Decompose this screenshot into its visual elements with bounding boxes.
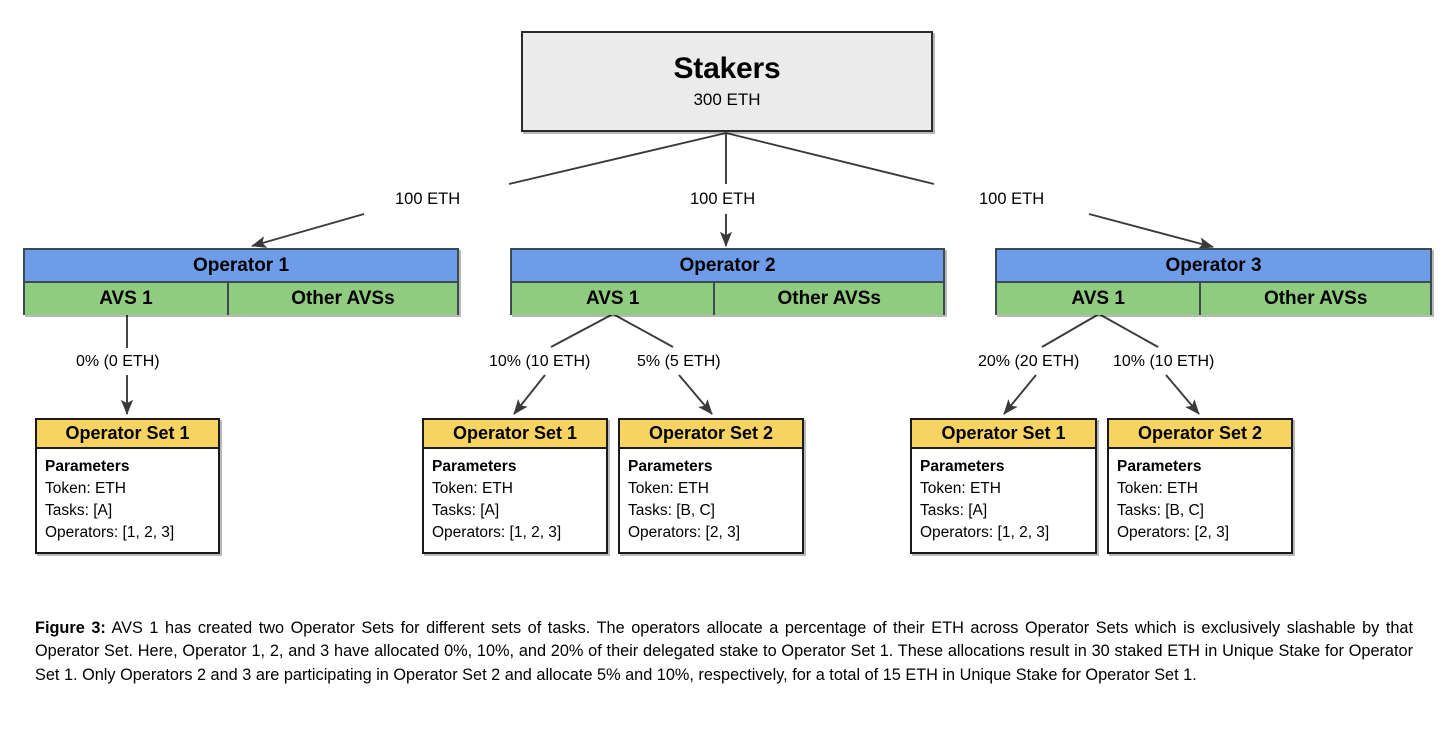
operator-node-2: Operator 2 AVS 1 Other AVSs <box>510 248 945 315</box>
operator-set-card-3: Operator Set 2 Parameters Token: ETH Tas… <box>618 418 804 554</box>
operator-2-avs-primary: AVS 1 <box>512 283 716 315</box>
delegation-label-3: 100 ETH <box>979 190 1045 208</box>
parameter-token: Token: ETH <box>432 480 513 497</box>
delegation-label-1: 100 ETH <box>395 190 461 208</box>
parameter-tasks: Tasks: [A] <box>432 502 500 519</box>
allocation-label-op2-set1: 10% (10 ETH) <box>489 353 591 370</box>
operator-2-avs-other: Other AVSs <box>715 283 943 315</box>
allocation-label-op2-set2: 5% (5 ETH) <box>637 353 721 370</box>
parameter-token: Token: ETH <box>45 480 126 497</box>
operator-set-card-3-title: Operator Set 2 <box>618 418 804 449</box>
operator-1-title: Operator 1 <box>25 250 457 283</box>
parameters-heading: Parameters <box>1117 458 1202 475</box>
figure-caption-text: AVS 1 has created two Operator Sets for … <box>35 619 1413 684</box>
operator-set-card-2-title: Operator Set 1 <box>422 418 608 449</box>
figure-caption: Figure 3: AVS 1 has created two Operator… <box>35 617 1413 687</box>
parameters-heading: Parameters <box>45 458 130 475</box>
operator-node-3: Operator 3 AVS 1 Other AVSs <box>995 248 1432 315</box>
operator-set-card-5-title: Operator Set 2 <box>1107 418 1293 449</box>
operator-3-avs-row: AVS 1 Other AVSs <box>997 283 1430 315</box>
operator-node-1: Operator 1 AVS 1 Other AVSs <box>23 248 459 315</box>
parameters-heading: Parameters <box>628 458 713 475</box>
operator-set-card-5: Operator Set 2 Parameters Token: ETH Tas… <box>1107 418 1293 554</box>
operator-set-card-2: Operator Set 1 Parameters Token: ETH Tas… <box>422 418 608 554</box>
allocation-label-op1-set1: 0% (0 ETH) <box>76 353 160 370</box>
delegation-label-2: 100 ETH <box>690 190 756 208</box>
parameters-heading: Parameters <box>920 458 1005 475</box>
allocation-label-op3-set2: 10% (10 ETH) <box>1113 353 1215 370</box>
operator-set-card-3-body: Parameters Token: ETH Tasks: [B, C] Oper… <box>618 449 804 554</box>
stakers-title: Stakers <box>673 52 781 86</box>
operator-2-avs-row: AVS 1 Other AVSs <box>512 283 943 315</box>
operator-3-avs-other: Other AVSs <box>1201 283 1430 315</box>
parameter-operators: Operators: [2, 3] <box>628 524 740 541</box>
parameter-tasks: Tasks: [A] <box>45 502 113 519</box>
parameter-tasks: Tasks: [B, C] <box>1117 502 1204 519</box>
allocation-label-op3-set1: 20% (20 ETH) <box>978 353 1080 370</box>
parameter-tasks: Tasks: [A] <box>920 502 988 519</box>
operator-set-card-4-title: Operator Set 1 <box>910 418 1097 449</box>
figure-caption-label: Figure 3: <box>35 619 106 637</box>
operator-set-card-1-body: Parameters Token: ETH Tasks: [A] Operato… <box>35 449 220 554</box>
parameter-operators: Operators: [1, 2, 3] <box>45 524 175 541</box>
parameter-tasks: Tasks: [B, C] <box>628 502 715 519</box>
parameters-heading: Parameters <box>432 458 517 475</box>
stakers-node: Stakers 300 ETH <box>521 31 933 132</box>
parameter-operators: Operators: [1, 2, 3] <box>920 524 1050 541</box>
operator-1-avs-primary: AVS 1 <box>25 283 229 315</box>
operator-set-card-1: Operator Set 1 Parameters Token: ETH Tas… <box>35 418 220 554</box>
operator-set-card-1-title: Operator Set 1 <box>35 418 220 449</box>
operator-set-card-4: Operator Set 1 Parameters Token: ETH Tas… <box>910 418 1097 554</box>
operator-2-title: Operator 2 <box>512 250 943 283</box>
operator-set-card-5-body: Parameters Token: ETH Tasks: [B, C] Oper… <box>1107 449 1293 554</box>
parameter-token: Token: ETH <box>628 480 709 497</box>
stakers-amount: 300 ETH <box>693 89 761 109</box>
operator-1-avs-row: AVS 1 Other AVSs <box>25 283 457 315</box>
parameter-operators: Operators: [1, 2, 3] <box>432 524 562 541</box>
parameter-operators: Operators: [2, 3] <box>1117 524 1229 541</box>
parameter-token: Token: ETH <box>920 480 1001 497</box>
operator-set-card-2-body: Parameters Token: ETH Tasks: [A] Operato… <box>422 449 608 554</box>
operator-set-card-4-body: Parameters Token: ETH Tasks: [A] Operato… <box>910 449 1097 554</box>
operator-3-avs-primary: AVS 1 <box>997 283 1202 315</box>
parameter-token: Token: ETH <box>1117 480 1198 497</box>
operator-3-title: Operator 3 <box>997 250 1430 283</box>
operator-1-avs-other: Other AVSs <box>228 283 457 315</box>
